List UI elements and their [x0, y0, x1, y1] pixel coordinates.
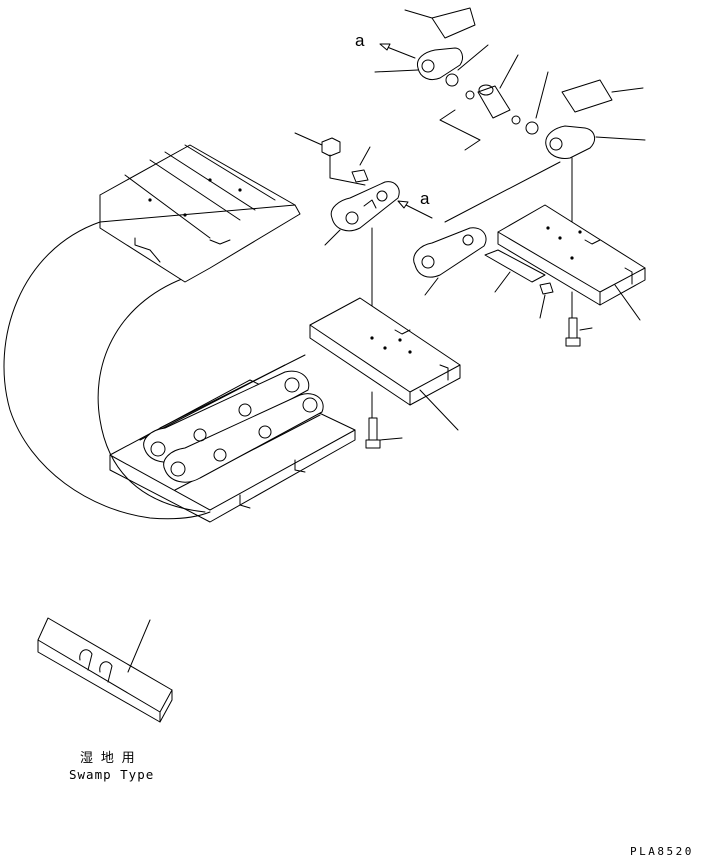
bolt-center-part [368, 417, 378, 441]
pin-small-part [351, 169, 369, 183]
swamp-caption-en: Swamp Type [69, 767, 154, 782]
link-end-right [545, 125, 596, 159]
callout-letter-lower: a [420, 189, 430, 208]
center-link-group [294, 132, 461, 449]
bushing-part [477, 85, 511, 119]
bolt-right-part [568, 317, 578, 339]
figure-code: PLA8520 [630, 845, 694, 858]
nut-part [321, 137, 341, 157]
shoe-plate-center [309, 297, 461, 393]
exploded-upper-parts [374, 7, 646, 259]
callout-letter-upper: a [355, 31, 365, 50]
seal-ring-a [445, 73, 459, 87]
right-link-group [413, 161, 646, 347]
seal-block-top [431, 7, 476, 39]
pin-long-part [484, 249, 546, 283]
link-right-part [413, 227, 487, 278]
swamp-caption-jp: 湿 地 用 [80, 751, 135, 766]
seal-ring-b [525, 121, 539, 135]
swamp-type-shoe [37, 617, 173, 723]
seal-block-right [561, 79, 613, 113]
link-center-part [330, 181, 400, 232]
track-assembly [3, 144, 356, 523]
